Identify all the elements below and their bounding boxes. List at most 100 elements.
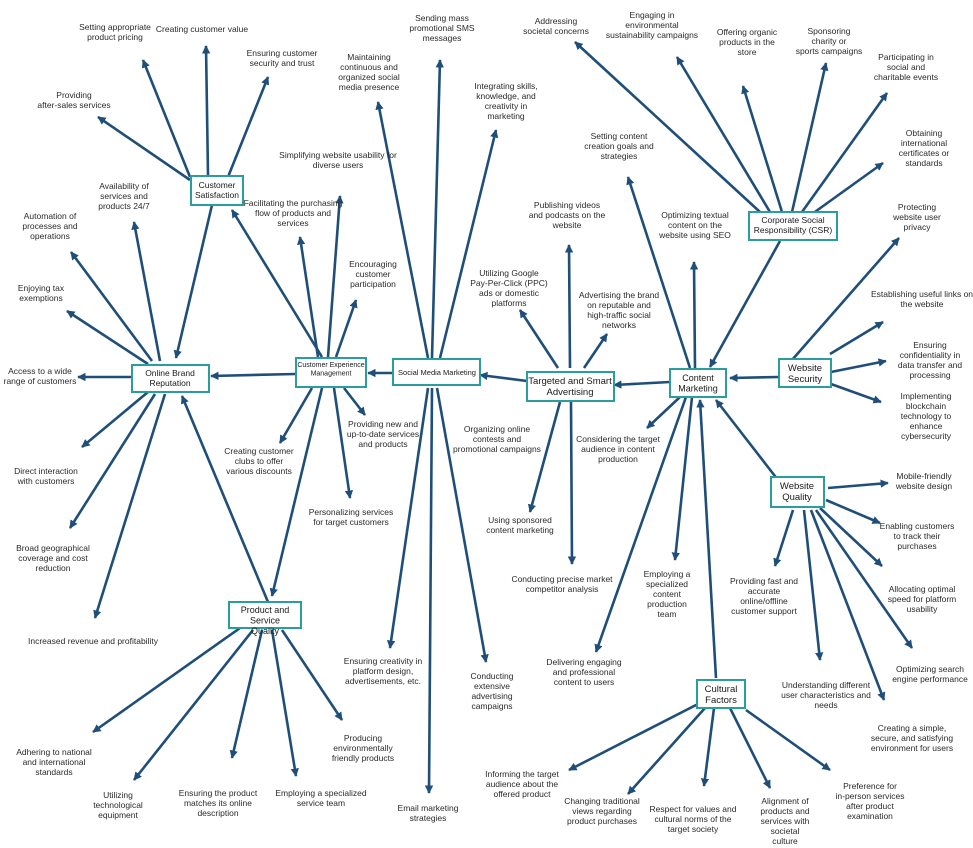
edge-csr-events [800, 92, 889, 213]
node-social-media-marketing: Social Media Marketing [392, 358, 481, 386]
edge-cf-traditional [627, 707, 706, 795]
edge-ws-links [829, 320, 884, 356]
edge-csr-organic [741, 85, 784, 213]
edge-tsa-smm [479, 371, 528, 383]
edge-smm-maintaining [375, 101, 430, 359]
edge-obr-automation [69, 251, 154, 362]
edge-psq-standards [92, 626, 241, 734]
edge-wq-search [814, 509, 914, 649]
node-smm-label: Social Media Marketing [398, 368, 476, 377]
edge-wq-satisfying [809, 509, 886, 701]
edge-cem-new [342, 387, 367, 416]
edge-psq-obr [180, 395, 270, 603]
edge-cs-pricing [141, 59, 192, 178]
edge-smm-extensive [435, 387, 489, 663]
edge-cem-facilitating [296, 236, 320, 358]
edge-tsa-advertising [582, 333, 609, 369]
edge-cem-clubs [278, 387, 314, 444]
edge-cf-respect [700, 707, 716, 787]
edge-smm-creativity [386, 387, 430, 649]
edge-wq-speed [819, 507, 883, 567]
edge-wq-mobile [827, 479, 889, 490]
edge-cm-tsa [613, 380, 671, 389]
edge-wq-support [773, 509, 795, 567]
edge-cs-obr [173, 204, 214, 359]
edge-ws-confidentiality [830, 358, 887, 374]
edge-psq-service-team [270, 629, 299, 777]
edge-smm-email [424, 387, 434, 794]
edge-cem-simplifying [326, 195, 344, 358]
edges [66, 41, 914, 795]
label-satisfying-environment: Creating a simple,secure, and satisfying… [871, 723, 953, 753]
edge-smm-sms [430, 59, 444, 359]
edge-tsa-sponsored [527, 401, 562, 513]
edge-ws-blockchain [830, 382, 882, 404]
edge-cm-goals [626, 176, 692, 369]
edge-smm-integrating [438, 129, 499, 359]
edge-ws-cm [729, 373, 780, 383]
edge-obr-tax [66, 309, 149, 366]
edge-csr-addressing [574, 41, 761, 213]
edge-wq-cm [714, 399, 780, 481]
edge-cem-psq [269, 387, 324, 597]
edge-psq-matches [229, 629, 264, 759]
edge-cem-personalizing [332, 387, 354, 499]
edge-cem-encouraging [334, 299, 358, 358]
edge-obr-geo [68, 393, 157, 529]
edge-wq-characteristics [802, 509, 824, 661]
edge-obr-revenue [93, 393, 167, 619]
edge-cf-cm [696, 399, 718, 679]
edge-tsa-videos [564, 244, 574, 369]
label-increased-revenue: Increased revenue and profitability [28, 636, 159, 646]
